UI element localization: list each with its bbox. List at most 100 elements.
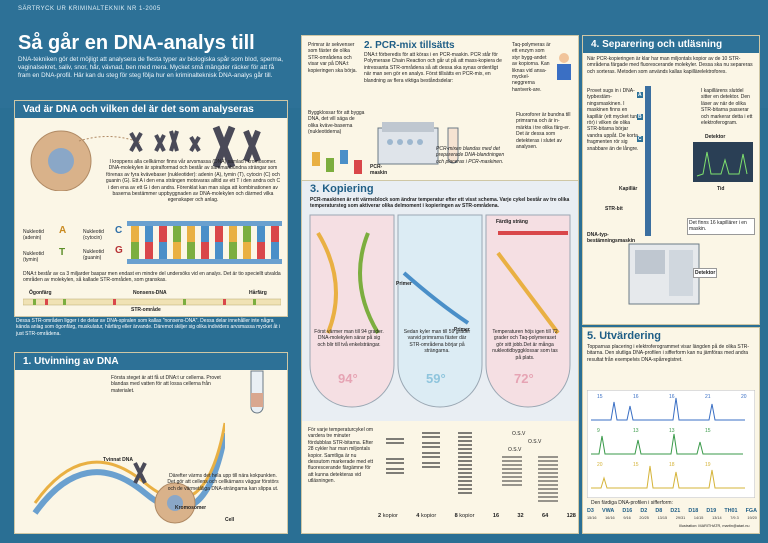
- many-copies-icon: [502, 456, 558, 502]
- value-9: 19/20: [747, 516, 757, 520]
- values-row: 15/16 16/16 9/16 20/25 13/15 29/31 14/15…: [587, 516, 757, 520]
- twisted-dna-label: Tvinnat DNA: [103, 457, 133, 463]
- strip-label-right: Hårfärg: [249, 290, 267, 296]
- value-0: 15/16: [587, 516, 597, 520]
- mix-text: PCR-mixen blandas med det preparerade DN…: [436, 146, 505, 165]
- pcr-tubes-illustration: [309, 214, 571, 408]
- temp-72: 72°: [514, 371, 534, 386]
- pairs-text: DNA:t består av ca 3 miljarder baspar me…: [23, 271, 281, 284]
- locus-6: D18: [688, 508, 699, 514]
- cell-illustration: [30, 125, 261, 191]
- dna-typing-machine-icon: [628, 243, 700, 305]
- value-5: 29/31: [675, 516, 686, 520]
- peak-label: 16: [633, 394, 639, 400]
- taq-worker-icon: [557, 53, 571, 80]
- value-7: 13/14: [712, 516, 722, 520]
- step4-text: När PCR-kopieringen är klar har man milj…: [587, 56, 753, 75]
- phase-text-1: Först värmer man till 94 grader. DNA-mol…: [314, 329, 384, 348]
- nucleotide-label-t: Nukleotid (tymin): [23, 251, 44, 263]
- dna-extraction-illustration: [32, 422, 225, 524]
- locus-0: D3: [587, 508, 594, 514]
- step1-panel: 1. Utvinning av DNA Första steget är att…: [14, 352, 288, 534]
- copies-3: 16: [492, 513, 500, 519]
- value-2: 9/16: [623, 516, 631, 520]
- copies-1: 4 kopior: [416, 513, 437, 519]
- dna-section-panel: Vad är DNA och vilken del är det som ana…: [14, 100, 288, 317]
- blocks-text: Byggklossar för att bygga DNA, det vill …: [308, 110, 365, 136]
- str-bit-label: STR-bit: [605, 206, 623, 212]
- machine-label: DNA-typ-bestämningsmaskin: [587, 232, 636, 245]
- letter-t: T: [59, 247, 66, 258]
- letter-g: G: [115, 245, 123, 256]
- locus-4: D8: [655, 508, 663, 514]
- fluor-text: Fluoroforer är bundna till primrarna och…: [516, 112, 571, 151]
- letter-b-box: B: [637, 114, 643, 120]
- peak-label: 15: [705, 428, 711, 434]
- step4-panel: 4. Separering och utläsning När PCR-kopi…: [582, 35, 760, 325]
- locus-9: FGA: [745, 508, 757, 514]
- step1-text-a: Första steget är att få ut DNA:t ur cell…: [111, 375, 221, 394]
- detector-label: Detektor: [705, 134, 726, 140]
- locus-5: D21: [670, 508, 681, 514]
- time-label: Tid: [717, 186, 725, 192]
- peak-label: 20: [597, 462, 603, 468]
- copies-5: 64: [542, 513, 549, 519]
- pcr-machine-icon: [377, 122, 459, 165]
- locus-8: TH01: [724, 508, 738, 514]
- peak-label: 15: [633, 462, 639, 468]
- letter-c: C: [115, 225, 123, 236]
- chromosome-label: Kromosomer: [175, 505, 207, 511]
- peak-label: 13: [633, 428, 639, 434]
- capillary-tube: [645, 86, 651, 236]
- locus-2: D16: [622, 508, 633, 514]
- taq-text: Taq-polymeras är ett enzym som styr bygg…: [512, 42, 551, 93]
- cell-label: Cell: [225, 517, 235, 523]
- chromosome-icons: [129, 125, 261, 169]
- peak-label: 21: [705, 394, 711, 400]
- page-title: Så går en DNA-analys till: [18, 32, 255, 54]
- locus-1: VWA: [602, 508, 615, 514]
- peak-label: 9: [597, 428, 600, 434]
- value-4: 13/15: [657, 516, 668, 520]
- dna-ladder-illustration: [127, 221, 282, 264]
- credit: Illustration: MARITHATR, martin@atari.nu: [679, 524, 750, 528]
- strip-label-bottom: STR-område: [131, 307, 161, 313]
- locus-7: D19: [706, 508, 717, 514]
- copies-2: 8 kopior: [454, 513, 475, 519]
- primer-text: Primrar är sekvenser som fäster de olika…: [308, 42, 357, 74]
- test-tube-icon: [250, 370, 264, 414]
- strip-label-mid: Nonsens-DNA: [133, 290, 167, 296]
- copies-counts: 2 kopior 4 kopior 8 kopior 16 32 64 128: [378, 513, 576, 519]
- step5-text: Topparnas placering i elektroferogrammet…: [587, 344, 750, 363]
- step5-panel: 5. Utvärdering Topparnas placering i ele…: [582, 327, 760, 534]
- step4-text-left: Provet sugs in i DNA-typbestäm-ningsmask…: [587, 88, 639, 152]
- nucleus-icon: [48, 148, 74, 174]
- loci-row: D3 VWA D16 D2 D8 D21 D18 D19 TH01 FGA: [587, 508, 757, 514]
- nucleotide-blocks-icon: [312, 150, 362, 174]
- temp-94: 94°: [338, 371, 358, 386]
- str-text: Dessa STR-områden ligger i de delar av D…: [16, 318, 281, 337]
- copies-illustration: [386, 432, 472, 494]
- nucleotide-label-c: Nukleotid (cytocin): [83, 229, 104, 241]
- letter-c-box: C: [637, 136, 643, 142]
- step4-title: 4. Separering och utläsning: [583, 36, 759, 53]
- osv-2: O.S.V: [528, 439, 542, 445]
- detector-label-2: Detektor: [693, 268, 718, 278]
- nucleotide-label-g: Nukleotid (guanin): [83, 249, 104, 261]
- copies-0: 2 kopior: [378, 513, 398, 519]
- nucleotide-label-a: Nukleotid (adenin): [23, 229, 44, 241]
- profile-label: Den färdiga DNA-profilen i sifferform:: [591, 500, 673, 506]
- phase-text-3: Temperaturen höjs igen till 72 grader oc…: [492, 329, 558, 361]
- copies-6: 128: [566, 513, 576, 519]
- capillary-label: Kapillär: [619, 186, 638, 192]
- peak-label: 16: [669, 394, 675, 400]
- osv-3: O.S.V: [508, 447, 522, 453]
- journal-title: SÄRTRYCK UR KRIMINALTEKNIK NR 1-2005: [18, 6, 161, 12]
- peak-label: 20: [741, 394, 747, 400]
- primer-label-1: Primer: [396, 281, 412, 287]
- step3-panel: 3. Kopiering PCR-maskinen är ett värmebl…: [301, 180, 579, 534]
- cycle-box: [302, 421, 578, 533]
- step5-title: 5. Utvärdering: [587, 330, 661, 342]
- osv-1: O.S.V: [512, 431, 526, 437]
